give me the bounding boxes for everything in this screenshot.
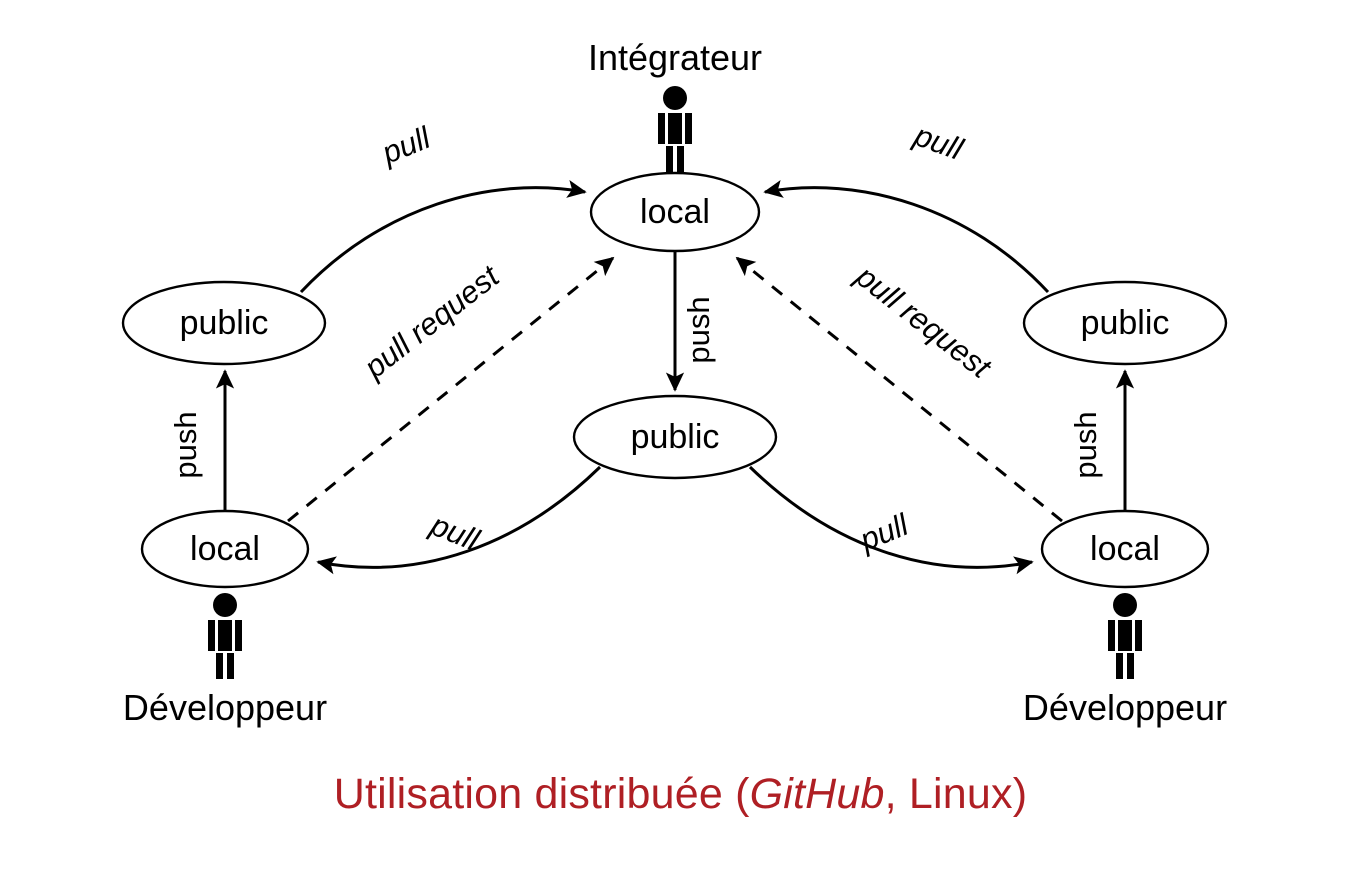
edge-label-push-left: push <box>168 411 203 478</box>
actor-label-developer-left: Développeur <box>123 687 327 728</box>
edge-pullrequest-left-line <box>287 256 615 523</box>
edge-label-push-center: push <box>681 296 716 363</box>
node-integrator-local[interactable]: local <box>589 171 761 253</box>
node-label: public <box>180 304 269 342</box>
node-right-public[interactable]: public <box>1022 280 1228 366</box>
person-icon <box>208 593 242 679</box>
node-ellipse <box>572 394 778 480</box>
caption-suffix: , Linux) <box>884 770 1028 818</box>
actor-developer-right: Développeur <box>1023 593 1227 728</box>
node-left-local[interactable]: local <box>140 509 310 589</box>
edge-label-push-right: push <box>1068 411 1103 478</box>
edge-pullrequest-right-line <box>735 256 1063 523</box>
edge-pull-center-left-line <box>316 465 602 575</box>
edge-label-pull-right-top: pull <box>909 117 968 167</box>
caption-emphasis: GitHub <box>749 770 885 818</box>
actor-label-developer-right: Développeur <box>1023 687 1227 728</box>
edge-label-pullrequest-left: pull request <box>357 258 507 386</box>
caption-prefix: Utilisation distribuée ( <box>333 770 750 818</box>
person-icon <box>658 86 692 172</box>
edge-pull-right-top-line <box>763 179 1050 294</box>
node-label: local <box>640 193 710 231</box>
node-ellipse <box>1040 509 1210 589</box>
edge-label-pull-left-top: pull <box>376 120 436 171</box>
node-ellipse <box>1022 280 1228 366</box>
edge-label-pull-center-right: pull <box>854 507 914 558</box>
node-center-public[interactable]: public <box>572 394 778 480</box>
node-left-public[interactable]: public <box>121 280 327 366</box>
node-ellipse <box>121 280 327 366</box>
actor-label-integrator: Intégrateur <box>588 37 762 78</box>
node-right-local[interactable]: local <box>1040 509 1210 589</box>
person-icon <box>1108 593 1142 679</box>
diagram-caption: Utilisation distribuée (GitHub, Linux) <box>0 770 1361 819</box>
node-label: public <box>631 418 720 456</box>
actor-developer-left: Développeur <box>123 593 327 728</box>
edge-label-pull-center-left: pull <box>425 507 485 558</box>
node-label: local <box>190 530 260 568</box>
node-ellipse <box>589 171 761 253</box>
actor-integrator: Intégrateur <box>588 37 762 172</box>
edge-pull-left-top-line <box>299 179 587 294</box>
node-label: local <box>1090 530 1160 568</box>
edge-pull-center-right-line <box>748 465 1034 575</box>
node-label: public <box>1081 304 1170 342</box>
node-ellipse <box>140 509 310 589</box>
